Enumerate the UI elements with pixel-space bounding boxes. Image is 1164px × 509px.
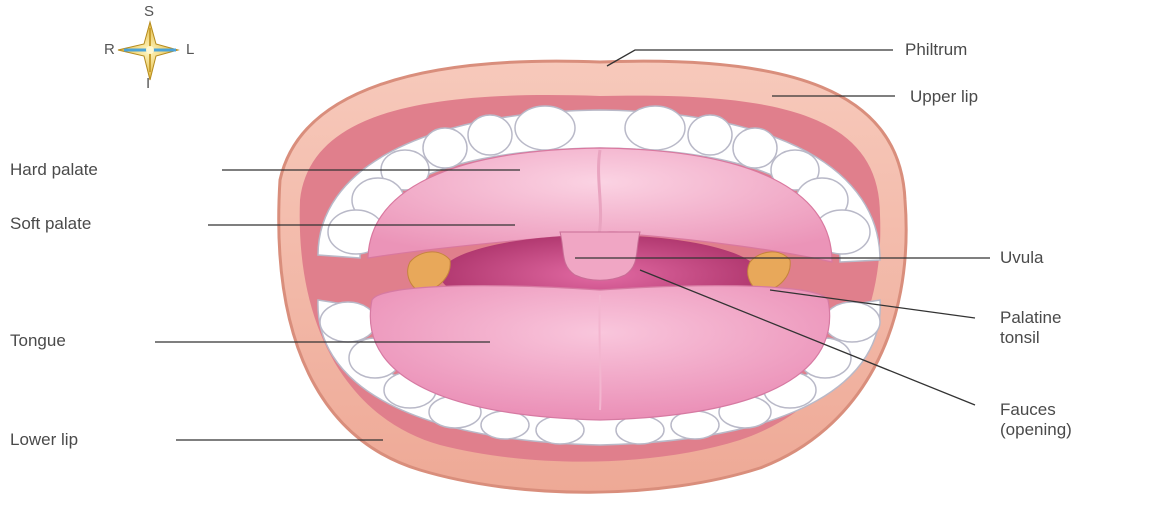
compass-north: S xyxy=(144,3,154,20)
label-upper-lip: Upper lip xyxy=(910,87,978,107)
compass-south: I xyxy=(146,75,150,92)
orientation-compass xyxy=(118,22,178,80)
compass-west: R xyxy=(104,41,115,58)
label-fauces: Fauces (opening) xyxy=(1000,400,1072,440)
tongue-groove xyxy=(599,295,600,410)
label-lower-lip: Lower lip xyxy=(10,430,78,450)
label-hard-palate: Hard palate xyxy=(10,160,98,180)
label-palatine-tonsil: Palatine tonsil xyxy=(1000,308,1061,348)
compass-east: L xyxy=(186,41,194,58)
uvula-shape xyxy=(560,232,640,280)
label-philtrum: Philtrum xyxy=(905,40,967,60)
label-soft-palate: Soft palate xyxy=(10,214,91,234)
label-tongue: Tongue xyxy=(10,331,66,351)
label-uvula: Uvula xyxy=(1000,248,1043,268)
